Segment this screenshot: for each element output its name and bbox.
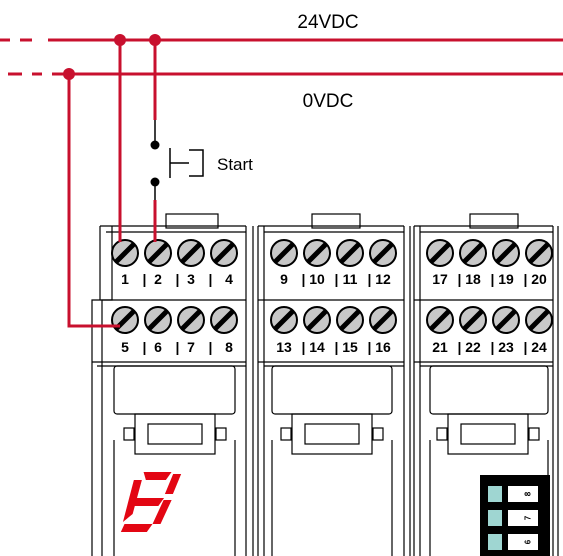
terminal-screws xyxy=(111,239,553,334)
terminal-number: 4 xyxy=(225,271,233,287)
module-3 xyxy=(413,213,559,556)
terminal-separator: | xyxy=(458,339,462,355)
terminal-number: 21 xyxy=(432,339,448,355)
terminal-screw xyxy=(459,239,487,267)
terminal-number: 17 xyxy=(432,271,448,287)
din-clip-2 xyxy=(280,413,384,455)
terminal-separator: | xyxy=(143,271,147,287)
dip-label: 6 xyxy=(524,539,533,544)
terminal-number: 18 xyxy=(465,271,481,287)
terminal-screw xyxy=(525,239,553,267)
terminal-number: 16 xyxy=(375,339,391,355)
rail-0vdc-label: 0VDC xyxy=(303,91,354,112)
terminal-screw xyxy=(336,306,364,334)
terminal-screw xyxy=(270,239,298,267)
terminal-separator: | xyxy=(491,271,495,287)
terminal-number: 1 xyxy=(121,271,129,287)
terminal-number: 12 xyxy=(375,271,391,287)
terminal-number: 10 xyxy=(309,271,325,287)
terminal-separator: | xyxy=(302,339,306,355)
terminal-number: 9 xyxy=(280,271,288,287)
switch-contacts xyxy=(150,140,160,187)
terminal-number: 5 xyxy=(121,339,129,355)
terminal-screw xyxy=(177,239,205,267)
terminal-separator: | xyxy=(368,271,372,287)
terminal-screw xyxy=(492,306,520,334)
terminal-screw xyxy=(525,306,553,334)
seven-segment-display-icon xyxy=(120,472,182,532)
terminal-separator: | xyxy=(491,339,495,355)
terminal-screw xyxy=(210,306,238,334)
terminal-number: 23 xyxy=(498,339,514,355)
terminal-screw xyxy=(177,306,205,334)
terminal-separator: | xyxy=(524,339,528,355)
terminal-separator: | xyxy=(209,339,213,355)
terminal-screw xyxy=(303,306,331,334)
dip-slot xyxy=(508,534,538,550)
terminal-number: 20 xyxy=(531,271,547,287)
terminal-screw xyxy=(426,306,454,334)
terminal-screw xyxy=(336,239,364,267)
dip-slot xyxy=(508,510,538,526)
wire-0v-to-terminal-5 xyxy=(67,74,120,328)
terminal-number: 14 xyxy=(309,339,325,355)
terminal-screw xyxy=(369,306,397,334)
terminal-separator: | xyxy=(368,339,372,355)
terminal-separator: | xyxy=(176,271,180,287)
start-switch xyxy=(154,120,204,200)
terminal-screw xyxy=(210,239,238,267)
terminal-separator: | xyxy=(524,271,528,287)
terminal-number: 6 xyxy=(154,339,162,355)
terminal-number: 22 xyxy=(465,339,481,355)
terminal-number: 7 xyxy=(187,339,195,355)
terminal-screw xyxy=(111,239,139,267)
din-clip-3 xyxy=(436,413,540,455)
terminal-number: 8 xyxy=(225,339,233,355)
wires xyxy=(67,40,157,328)
terminal-screw xyxy=(492,239,520,267)
terminal-screw xyxy=(459,306,487,334)
dip-tab xyxy=(488,510,502,526)
dip-tab xyxy=(488,534,502,550)
terminal-screw xyxy=(270,306,298,334)
terminal-number: 11 xyxy=(343,271,358,287)
terminal-screw xyxy=(303,239,331,267)
din-clip-1 xyxy=(123,413,227,455)
module-housings xyxy=(91,213,559,556)
terminal-separator: | xyxy=(209,271,213,287)
terminal-screw xyxy=(426,239,454,267)
start-switch-label: Start xyxy=(217,155,253,174)
module-2 xyxy=(257,213,411,556)
terminal-separator: | xyxy=(302,271,306,287)
terminal-number: 3 xyxy=(187,271,195,287)
rail-24vdc-label: 24VDC xyxy=(297,12,358,33)
dip-label: 7 xyxy=(524,515,533,520)
dip-label: 8 xyxy=(524,491,533,496)
terminal-number: 2 xyxy=(154,271,162,287)
terminal-screw xyxy=(111,306,139,334)
terminal-screw xyxy=(369,239,397,267)
terminal-separator: | xyxy=(176,339,180,355)
terminal-number: 24 xyxy=(531,339,547,355)
terminal-number: 13 xyxy=(276,339,292,355)
terminal-number: 15 xyxy=(342,339,358,355)
dip-switch: 8 7 6 xyxy=(480,475,550,556)
dip-tab xyxy=(488,486,502,502)
terminal-separator: | xyxy=(335,271,339,287)
power-rails xyxy=(0,38,563,76)
dip-slot xyxy=(508,486,538,502)
terminal-separator: | xyxy=(335,339,339,355)
terminal-number: 19 xyxy=(498,271,514,287)
terminal-screw xyxy=(144,306,172,334)
terminal-screw xyxy=(144,239,172,267)
wire-junctions xyxy=(63,34,161,80)
terminal-separator: | xyxy=(458,271,462,287)
terminal-separator: | xyxy=(143,339,147,355)
